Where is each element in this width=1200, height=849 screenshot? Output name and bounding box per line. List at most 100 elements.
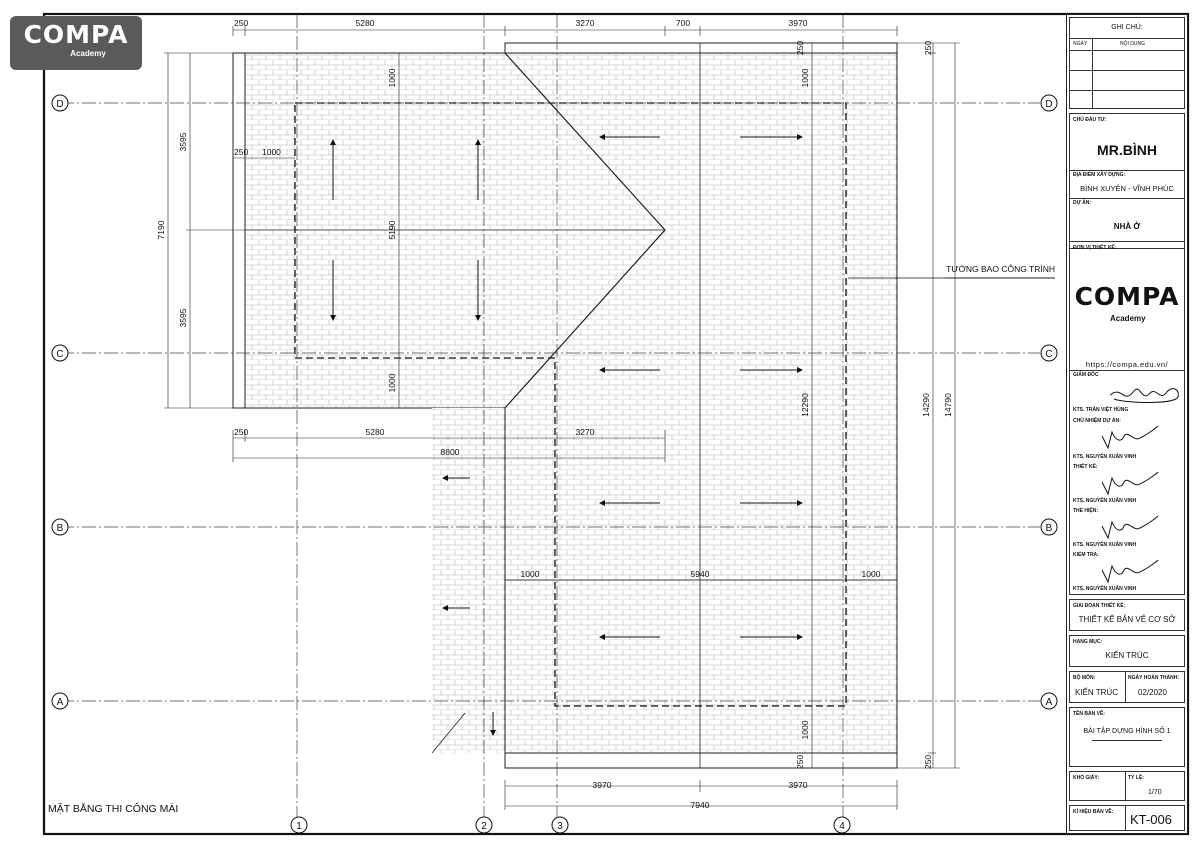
svg-text:D: D: [56, 99, 63, 110]
dim-text: 3595: [178, 308, 188, 327]
scale-box: KHỔ GIẤY: TỶ LỆ: 1/70: [1069, 771, 1185, 801]
axis-lines: [60, 14, 1040, 820]
eave-left: [232, 52, 246, 409]
svg-text:3: 3: [557, 821, 563, 832]
notes-box: GHI CHÚ: NGÀY NỘI DUNG: [1069, 17, 1185, 109]
notes-col-content: NỘI DUNG: [1120, 41, 1145, 47]
name-label: TÊN BẢN VẼ:: [1073, 711, 1105, 717]
check-name: KTS. NGUYỄN XUÂN VINH: [1073, 586, 1137, 592]
svg-text:B: B: [57, 523, 64, 534]
dim-text: 250: [234, 18, 248, 28]
dept: KIẾN TRÚC: [1075, 688, 1118, 697]
stage: THIẾT KẾ BẢN VẼ CƠ SỞ: [1078, 615, 1176, 624]
corner-ridge: [431, 712, 466, 754]
dim-text: 5280: [356, 18, 375, 28]
eave-top: [504, 42, 898, 54]
design-signature: [1101, 471, 1159, 496]
dim-text: 3595: [178, 132, 188, 151]
dim-text: 3970: [789, 18, 808, 28]
dim-text: 3270: [576, 427, 595, 437]
owner: MR.BÌNH: [1097, 142, 1157, 158]
location-label: ĐỊA ĐIỂM XÂY DỰNG:: [1073, 172, 1126, 178]
dim-text: 3970: [789, 780, 808, 790]
dim-text: 1000: [800, 68, 810, 87]
dim-text: 14290: [921, 393, 931, 417]
dim-text: 250: [795, 755, 805, 769]
drawing-name: BÀI TẬP DỰNG HÌNH SỐ 1: [1083, 728, 1171, 735]
dim-text: 5940: [691, 569, 710, 579]
designer-logo-sub: Academy: [1110, 314, 1146, 323]
code-label: KÍ HIỆU BẢN VẼ:: [1073, 809, 1114, 815]
eave-bottom: [504, 752, 898, 769]
svg-text:C: C: [1045, 349, 1052, 360]
design-name: KTS. NGUYỄN XUÂN VINH: [1073, 498, 1137, 504]
director-signature: [1109, 388, 1179, 403]
svg-text:B: B: [1046, 523, 1053, 534]
dim-text: 3970: [593, 780, 612, 790]
project-label: DỰ ÁN:: [1073, 200, 1092, 206]
sheet-border: [42, 12, 1190, 836]
drawn-label: THỂ HIỆN:: [1073, 508, 1098, 514]
dim-text: 14790: [943, 393, 953, 417]
axis-bubbles: [51, 94, 1058, 834]
dim-text: 250: [234, 147, 248, 157]
dim-text: 250: [923, 41, 933, 55]
dept-box: BỘ MÔN: KIẾN TRÚC NGÀY HOÀN THÀNH: 02/20…: [1069, 671, 1185, 703]
drawing-code: KT-006: [1130, 812, 1172, 827]
svg-text:A: A: [57, 697, 64, 708]
svg-text:C: C: [56, 349, 63, 360]
dim-text: 700: [676, 18, 690, 28]
dim-text: 5190: [387, 220, 397, 239]
drawing-title: MẶT BẰNG THI CÔNG MÁI: [48, 802, 178, 815]
notes-title: GHI CHÚ:: [1111, 24, 1143, 31]
location: BÌNH XUYÊN - VĨNH PHÚC: [1080, 184, 1174, 193]
svg-text:4: 4: [839, 821, 845, 832]
pm-label: CHỦ NHIỆM DỰ ÁN:: [1073, 418, 1121, 424]
item-label: HẠNG MỤC:: [1073, 639, 1103, 645]
item: KIẾN TRÚC: [1105, 651, 1149, 660]
dim-text: 250: [234, 427, 248, 437]
date: 02/2020: [1138, 688, 1167, 697]
code-box: KÍ HIỆU BẢN VẼ: KT-006: [1069, 805, 1185, 831]
svg-text:A: A: [1046, 697, 1053, 708]
design-label: THIẾT KẾ:: [1073, 464, 1098, 470]
dim-text: 1000: [521, 569, 540, 579]
dimension-lines: [164, 26, 960, 810]
dim-text: 1000: [387, 373, 397, 392]
logo-sub: Academy: [70, 49, 106, 58]
notes-col-date: NGÀY: [1073, 41, 1088, 47]
scale-label: TỶ LỆ:: [1128, 775, 1144, 781]
dim-text: 5280: [366, 427, 385, 437]
designer-label: ĐƠN VỊ THIẾT KẾ:: [1073, 245, 1117, 251]
axis-labels: D C B A D C B A 1 2 3 4: [56, 99, 1052, 832]
designer-logo: COMPA: [1074, 282, 1180, 311]
dept-label: BỘ MÔN:: [1073, 675, 1096, 681]
dim-text: 3270: [576, 18, 595, 28]
title-block: GHI CHÚ: NGÀY NỘI DUNG CHỦ ĐẦU TƯ: MR.BÌ…: [1066, 14, 1188, 834]
dimension-texts: 250 5280 3270 700 3970 7190 3595 3595 25…: [156, 18, 953, 810]
pm-signature: [1101, 425, 1159, 450]
director-label: GIÁM ĐỐC: [1073, 372, 1099, 378]
wall-annotation: TƯỜNG BAO CÔNG TRÌNH: [946, 264, 1055, 274]
drawn-name: KTS. NGUYỄN XUÂN VINH: [1073, 542, 1137, 548]
compa-logo-badge: COMPA Academy: [10, 16, 142, 70]
dim-text: 12290: [800, 393, 810, 417]
dim-text: 7940: [691, 800, 710, 810]
date-label: NGÀY HOÀN THÀNH:: [1128, 675, 1180, 681]
name-box: TÊN BẢN VẼ: BÀI TẬP DỰNG HÌNH SỐ 1: [1069, 707, 1185, 767]
roof-lower-left: [432, 408, 506, 753]
owner-box: CHỦ ĐẦU TƯ: MR.BÌNH ĐỊA ĐIỂM XÂY DỰNG: B…: [1069, 113, 1185, 249]
svg-text:1: 1: [296, 821, 302, 832]
dim-text: 1000: [387, 68, 397, 87]
owner-label: CHỦ ĐẦU TƯ:: [1073, 117, 1107, 123]
stage-box: GIAI ĐOẠN THIẾT KẾ: THIẾT KẾ BẢN VẼ CƠ S…: [1069, 599, 1185, 631]
dim-text: 250: [923, 755, 933, 769]
dim-text: 1000: [262, 147, 281, 157]
check-signature: [1101, 559, 1159, 584]
dim-text: 250: [795, 41, 805, 55]
designer-box: ĐƠN VỊ THIẾT KẾ: COMPA Academy https://c…: [1069, 241, 1185, 595]
dim-text: 1000: [800, 720, 810, 739]
company-url[interactable]: https://compa.edu.vn/: [1085, 360, 1169, 369]
stage-label: GIAI ĐOẠN THIẾT KẾ:: [1073, 603, 1126, 609]
